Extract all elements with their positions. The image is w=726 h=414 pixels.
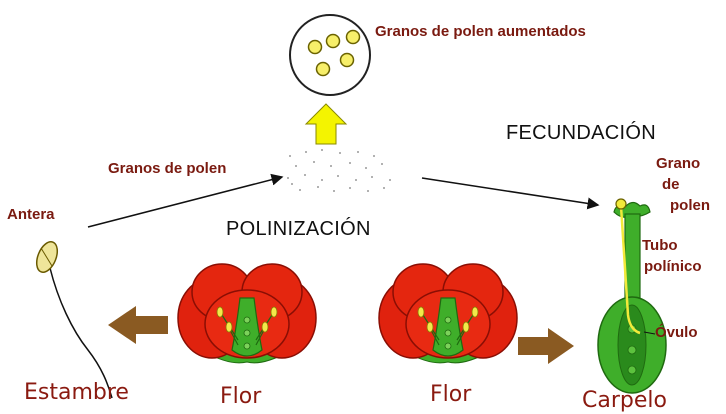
label-pollen-grain-stack: Grano de polen — [656, 153, 710, 216]
brown-right-arrow-icon — [518, 328, 574, 364]
arrow-antera-to-pollen — [87, 173, 284, 228]
stamen-drawing — [35, 241, 113, 399]
label-polen: polen — [670, 197, 710, 214]
label-grano: Grano — [656, 155, 701, 172]
magnified-pollen-circle — [289, 14, 371, 96]
label-tubo: Tubo — [642, 237, 678, 254]
carpel-drawing — [597, 198, 667, 394]
brown-left-arrow-icon — [108, 306, 168, 344]
label-stamen: Estambre — [24, 380, 129, 405]
arrow-pollen-to-carpel — [421, 177, 600, 210]
left-flower-drawing — [177, 263, 317, 364]
label-pollination: POLINIZACIÓN — [226, 218, 371, 240]
label-pollen-tube-stack: Tubo polínico — [642, 235, 702, 277]
pollen-grain-dots — [287, 149, 391, 192]
right-flower-drawing — [378, 263, 518, 364]
label-anther: Antera — [7, 206, 55, 223]
yellow-up-arrow-icon — [304, 103, 348, 145]
label-magnified-pollen: Granos de polen aumentados — [375, 23, 586, 40]
label-pollen-grains: Granos de polen — [108, 160, 227, 177]
label-fertilization: FECUNDACIÓN — [506, 122, 656, 144]
label-ovule: Óvulo — [655, 324, 698, 341]
label-de: de — [662, 176, 680, 193]
label-polinico: polínico — [644, 258, 702, 275]
label-flower-right: Flor — [430, 382, 472, 407]
label-flower-left: Flor — [220, 384, 262, 409]
label-carpel: Carpelo — [582, 388, 667, 413]
